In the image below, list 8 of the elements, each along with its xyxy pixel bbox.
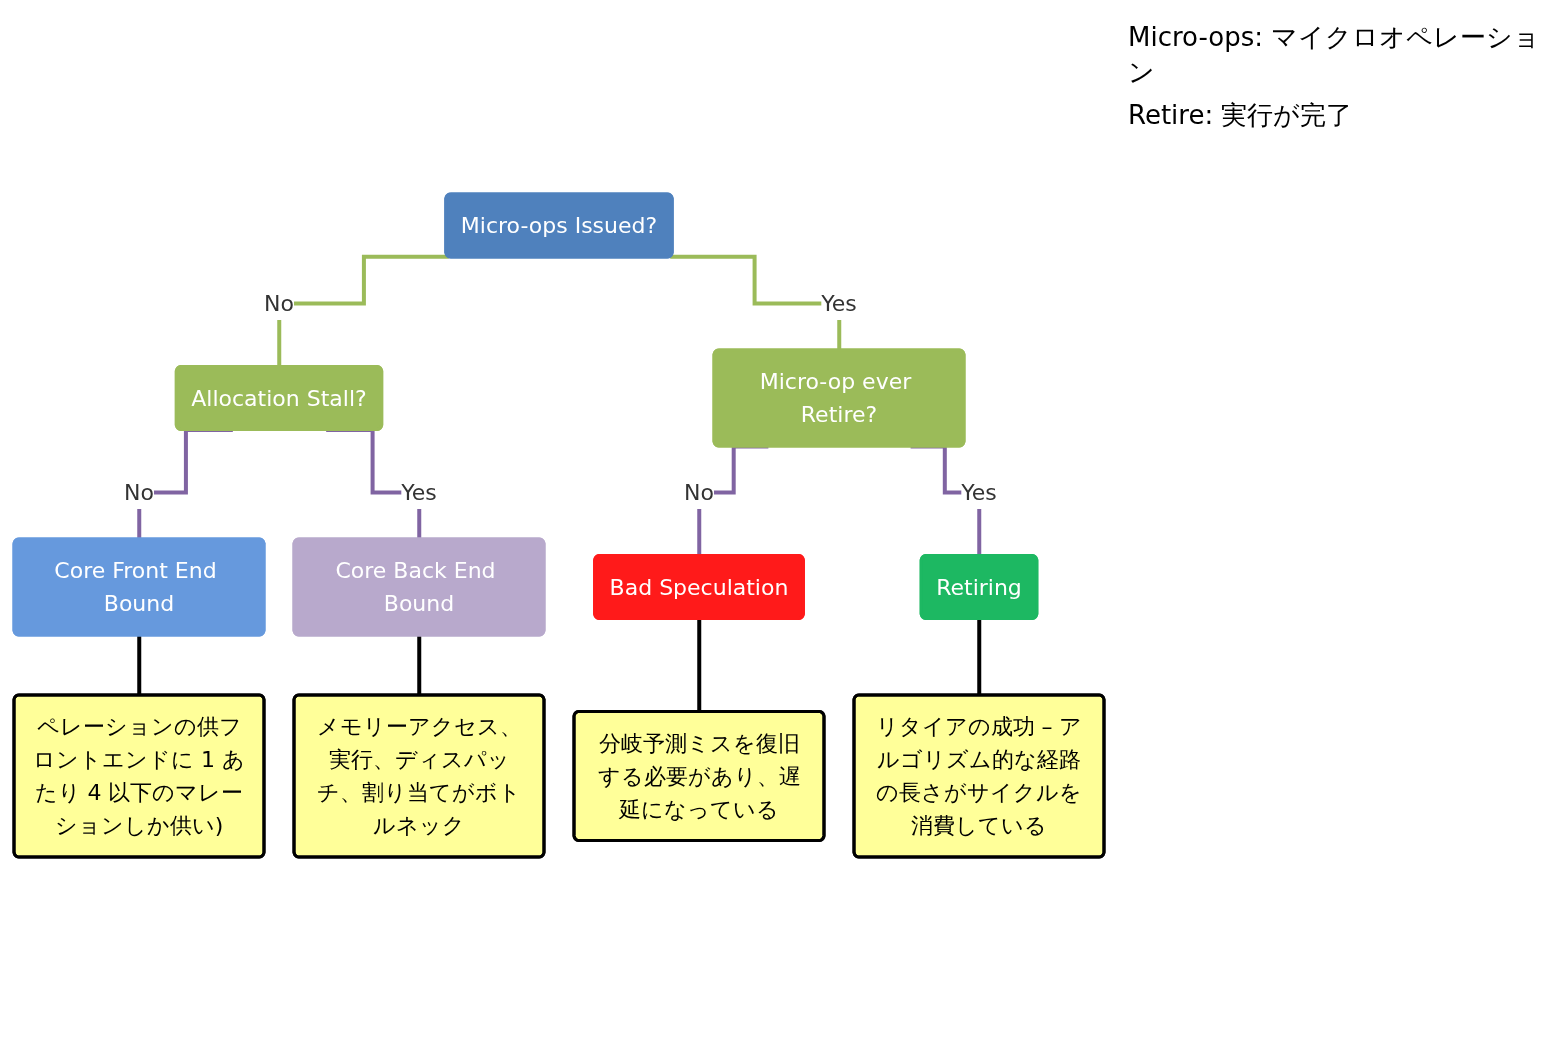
edge-label: Yes <box>821 290 857 316</box>
edge-label: No <box>684 479 714 505</box>
note-text: Micro-ops: マイクロオペレーション <box>1128 21 1542 89</box>
note-text: Retire: 実行が完了 <box>1128 99 1354 132</box>
edge-label: Yes <box>961 479 997 505</box>
edge-label: Yes <box>401 479 437 505</box>
edge-label: No <box>264 290 294 316</box>
edge-label: No <box>124 479 154 505</box>
